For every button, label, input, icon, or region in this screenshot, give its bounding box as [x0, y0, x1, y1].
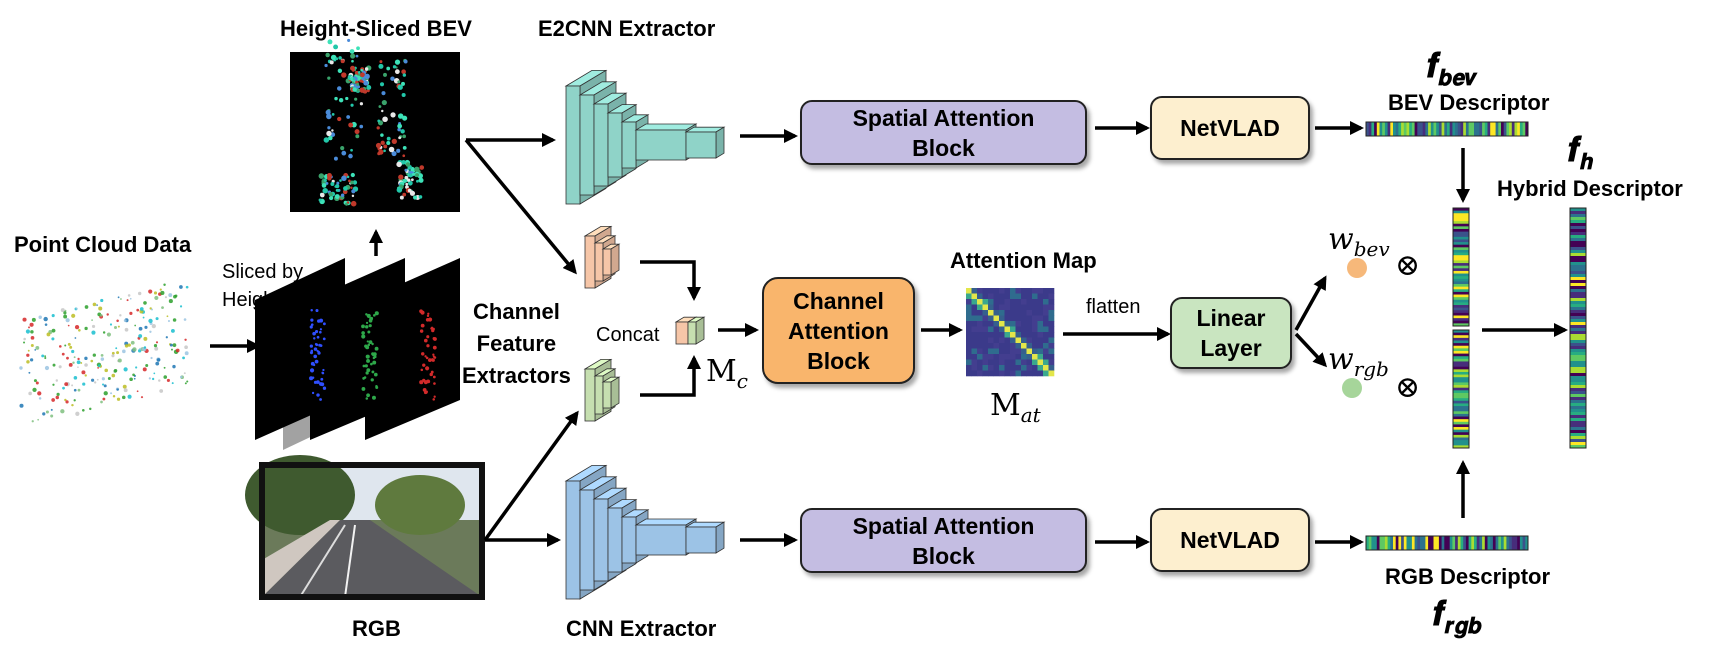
otimes-bev-icon: ⊗: [1395, 248, 1421, 283]
e2cnn-extractor-shape: [564, 69, 726, 205]
hybrid-descriptor-bar: [1569, 207, 1587, 449]
concat-label: Concat: [596, 324, 660, 346]
spatial-attention-block-bottom: Spatial Attention Block: [800, 508, 1087, 573]
rgb-image: [245, 455, 485, 600]
channel-attention-block: Channel Attention Block: [762, 277, 915, 384]
concatenated-descriptor-bar: [1452, 207, 1470, 449]
rgb-descriptor-bar: [1365, 535, 1529, 551]
bev-image: [290, 38, 460, 212]
bev-descriptor-bar: [1365, 121, 1529, 137]
sliced-by-height-label: Sliced by Height: [222, 261, 304, 311]
channel-feature-extractors-label: Channel Feature Extractors: [462, 299, 571, 388]
netvlad-block-bottom: NetVLAD: [1150, 508, 1310, 572]
w-bev-dot: [1347, 258, 1367, 278]
concat-cube: [674, 316, 706, 345]
m-at-symbol: Mat: [990, 388, 1041, 427]
hybrid-descriptor-label: Hybrid Descriptor: [1497, 176, 1683, 201]
linear-layer-block: Linear Layer: [1170, 297, 1292, 369]
channel-extractor-orange: [583, 225, 621, 289]
point-cloud-image: [19, 283, 189, 423]
channel-extractor-green: [583, 358, 621, 422]
cnn-extractor-shape: [564, 464, 726, 600]
bev-descriptor-label: BEV Descriptor: [1388, 90, 1550, 115]
otimes-rgb-icon: ⊗: [1395, 370, 1421, 405]
w-rgb-symbol: wrgb: [1328, 342, 1389, 381]
e2cnn-extractor-label: E2CNN Extractor: [538, 16, 716, 41]
rgb-label: RGB: [352, 616, 401, 641]
flatten-label: flatten: [1086, 296, 1141, 318]
f-bev-symbol: 𝒇𝒃𝒆𝒗: [1427, 46, 1478, 91]
point-cloud-data-label: Point Cloud Data: [14, 232, 192, 257]
attention-map-label: Attention Map: [950, 248, 1097, 273]
f-rgb-symbol: 𝒇𝒓𝒈𝒃: [1433, 594, 1482, 639]
rgb-descriptor-label: RGB Descriptor: [1385, 564, 1551, 589]
cnn-extractor-label: CNN Extractor: [566, 616, 717, 641]
height-sliced-bev-label: Height-Sliced BEV: [280, 16, 472, 41]
netvlad-block-top: NetVLAD: [1150, 96, 1310, 160]
w-rgb-dot: [1342, 378, 1362, 398]
m-c-symbol: Mc: [706, 354, 748, 393]
spatial-attention-block-top: Spatial Attention Block: [800, 100, 1087, 165]
arrows: [210, 121, 1568, 549]
attention-map-matrix: [966, 288, 1055, 377]
w-bev-symbol: wbev: [1328, 222, 1390, 261]
f-h-symbol: 𝒇𝒉: [1568, 130, 1593, 175]
height-slices-image: [255, 258, 460, 450]
